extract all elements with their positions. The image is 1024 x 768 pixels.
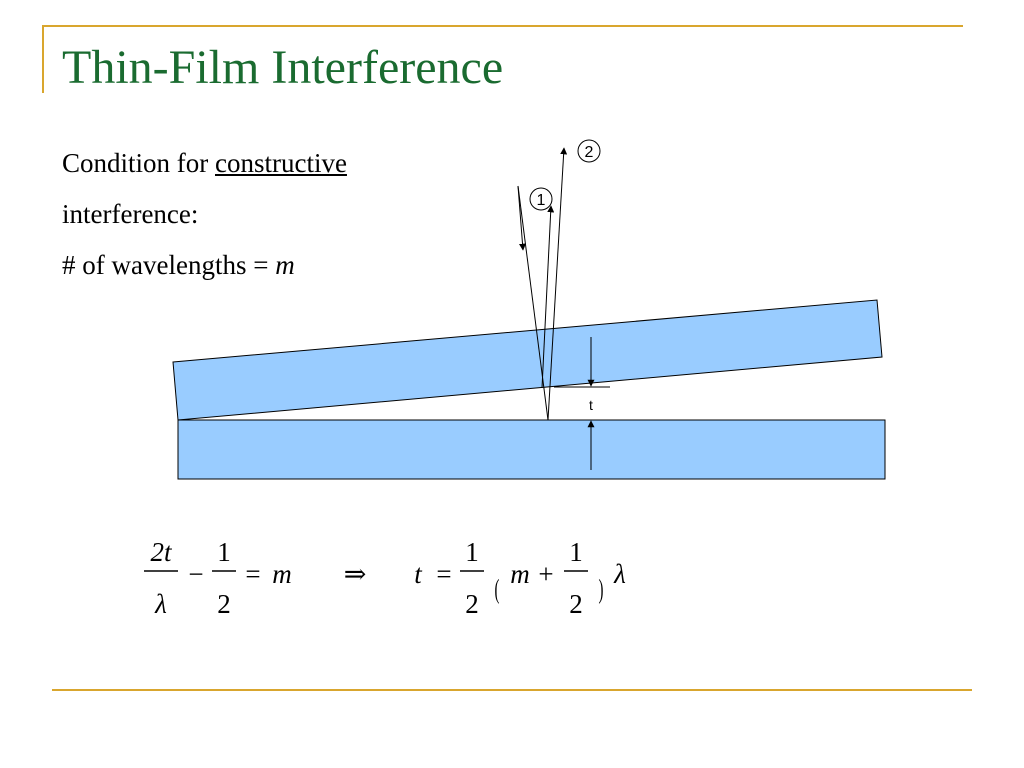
eq-rhs-m: m [272, 559, 292, 589]
eq-frac2-den: 2 [217, 589, 231, 619]
eq-paren-close: ) [599, 574, 604, 604]
body-line-1-prefix: Condition for [62, 148, 215, 178]
top-glass-plate [172, 299, 883, 421]
frame-bottom-rule [52, 689, 972, 691]
bottom-glass-plate [177, 419, 886, 480]
ray-2-label: 2 [585, 144, 594, 161]
incident-ray [517, 185, 549, 421]
body-line-3: # of wavelengths = m [62, 240, 347, 291]
eq-frac4-den: 2 [569, 589, 583, 619]
eq-frac1-den: λ [154, 589, 167, 619]
eq-frac4-num: 1 [569, 537, 583, 567]
slide-title: Thin-Film Interference [62, 41, 504, 94]
frame-left-rule [42, 25, 44, 93]
eq-frac1-num: 2t [150, 537, 173, 567]
ray-1-label: 1 [537, 192, 546, 209]
eq-minus: − [188, 559, 203, 589]
body-line-3-var: m [275, 250, 295, 280]
frame-top-rule [42, 25, 963, 27]
thickness-label: t [589, 397, 593, 413]
eq-frac2-num: 1 [217, 537, 231, 567]
body-line-1-underlined: constructive [215, 148, 347, 178]
body-line-1: Condition for constructive [62, 138, 347, 189]
ray-2-label-circle [577, 139, 601, 163]
eq-paren-open: ( [495, 574, 500, 604]
eq-frac3-den: 2 [465, 589, 479, 619]
interference-equation: 2t λ − 1 2 = m ⇒ t = 1 2 ( m + 1 2 ) λ [144, 537, 626, 619]
eq-equals-2: = [436, 559, 451, 589]
body-line-3-prefix: # of wavelengths = [62, 250, 276, 280]
eq-m-var: m [510, 559, 530, 589]
reflected-ray-2 [547, 147, 568, 421]
eq-frac3-num: 1 [465, 537, 479, 567]
eq-t-var: t [414, 559, 423, 589]
eq-equals-1: = [245, 559, 260, 589]
incident-ray-arrow [517, 185, 526, 251]
reflected-ray-1 [541, 205, 555, 389]
ray-1-label-circle [529, 187, 553, 211]
body-text: Condition for constructive interference:… [62, 138, 347, 291]
eq-lambda: λ [613, 559, 626, 589]
eq-plus: + [538, 559, 553, 589]
body-line-2: interference: [62, 199, 199, 229]
eq-implies: ⇒ [344, 559, 367, 589]
